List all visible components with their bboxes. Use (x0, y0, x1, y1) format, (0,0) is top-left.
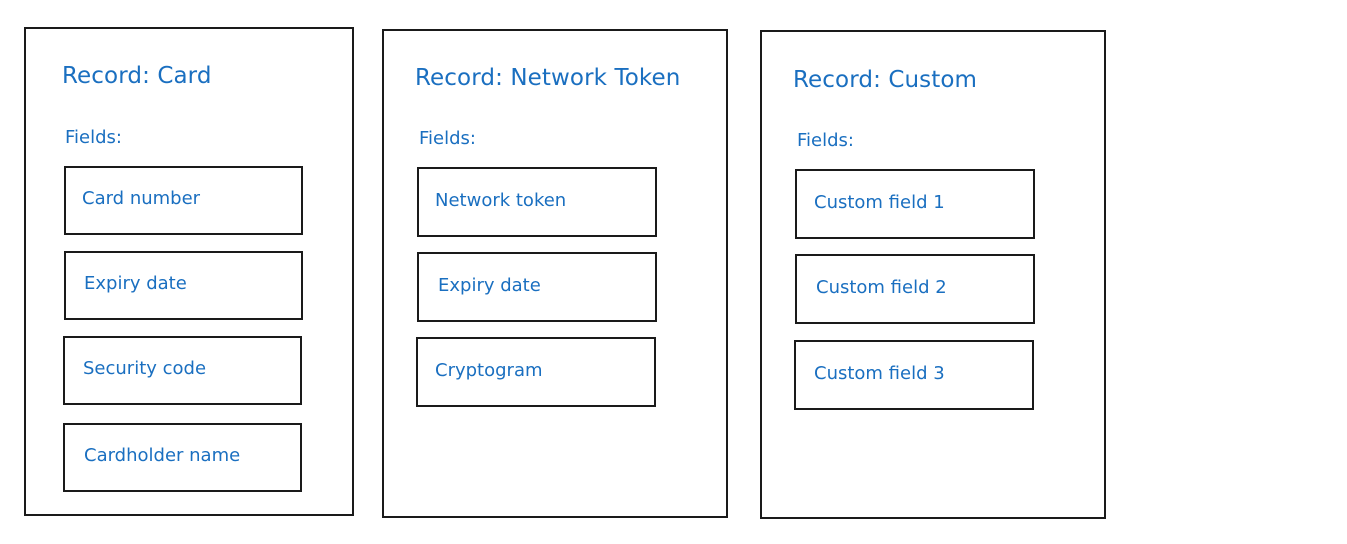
record-title: Record: Custom (793, 67, 978, 93)
field-label: Expiry date (438, 274, 541, 296)
field-box: Network token (417, 167, 657, 237)
record-card: Record: Card Fields: Card number Expiry … (24, 27, 354, 516)
record-custom: Record: Custom Fields: Custom field 1 Cu… (760, 30, 1106, 519)
field-box: Expiry date (64, 251, 303, 320)
field-label: Custom field 3 (814, 362, 945, 384)
field-box: Custom field 2 (795, 254, 1035, 324)
record-network-token: Record: Network Token Fields: Network to… (382, 29, 728, 518)
field-box: Card number (64, 166, 303, 235)
field-box: Expiry date (417, 252, 657, 322)
field-label: Security code (83, 358, 207, 379)
field-box: Custom field 3 (794, 340, 1034, 410)
fields-label: Fields: (797, 130, 854, 151)
field-box: Security code (63, 336, 302, 405)
fields-label: Fields: (65, 127, 122, 148)
field-label: Custom field 2 (816, 276, 947, 298)
record-title: Record: Network Token (415, 65, 681, 91)
field-label: Card number (82, 188, 201, 209)
field-box: Cardholder name (63, 423, 302, 492)
field-box: Custom field 1 (795, 169, 1035, 239)
field-box: Cryptogram (416, 337, 656, 407)
field-label: Expiry date (84, 273, 187, 294)
field-label: Cardholder name (84, 445, 241, 466)
field-label: Network token (435, 189, 567, 211)
fields-label: Fields: (419, 128, 476, 149)
record-title: Record: Card (62, 63, 212, 89)
field-label: Cryptogram (435, 359, 543, 381)
field-label: Custom field 1 (814, 191, 945, 213)
